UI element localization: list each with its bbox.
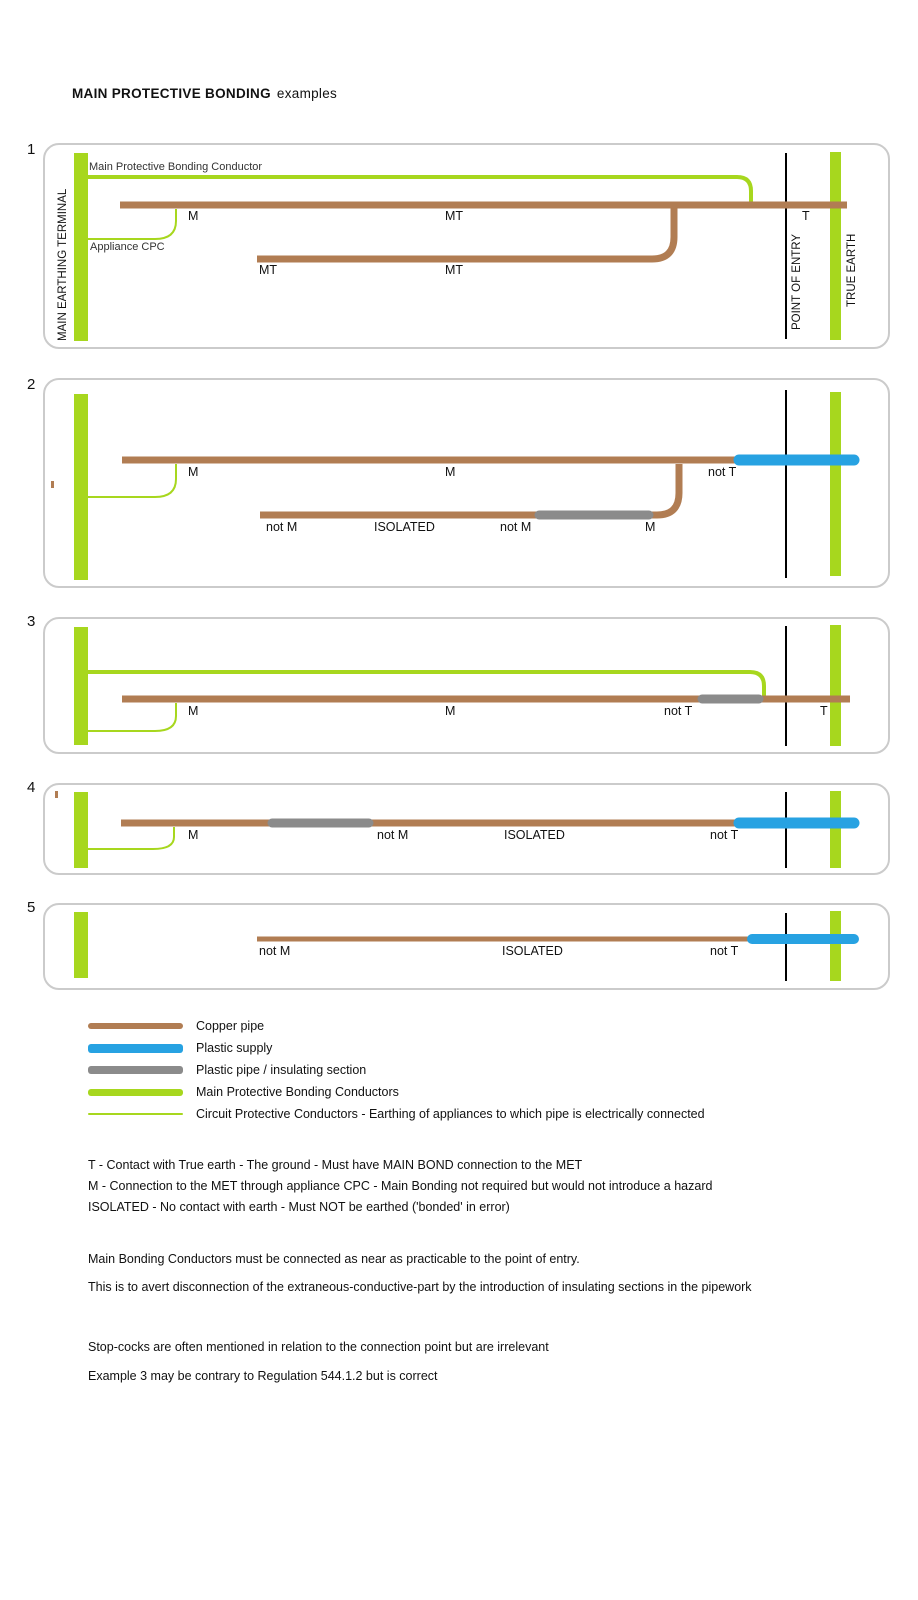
legend-label: Circuit Protective Conductors - Earthing…	[196, 1107, 705, 1121]
example-number-4: 4	[27, 779, 36, 796]
insulating-section-swatch	[88, 1066, 183, 1074]
met-bar	[74, 792, 88, 868]
note-stopcocks: Stop-cocks are often mentioned in relati…	[88, 1340, 549, 1354]
stopcock-tick	[51, 481, 54, 488]
legend-row: Copper pipe	[88, 1015, 705, 1037]
page-title-suffix: examples	[276, 86, 338, 101]
pipe-label: M	[645, 520, 656, 534]
key-line-t: T - Contact with True earth - The ground…	[88, 1158, 583, 1172]
page-title: MAIN PROTECTIVE BONDING examples	[72, 86, 337, 101]
example-panel-2: M M not T not M ISOLATED not M M	[43, 378, 890, 588]
legend-row: Plastic supply	[88, 1037, 705, 1059]
true-earth-bar	[830, 152, 841, 340]
main-bonding-swatch	[88, 1088, 183, 1096]
key-line-m: M - Connection to the MET through applia…	[88, 1179, 713, 1193]
note-avert-disconnection: This is to avert disconnection of the ex…	[88, 1280, 752, 1294]
copper-pipe-branch	[257, 208, 678, 263]
point-of-entry-vertical-label: POINT OF ENTRY	[791, 233, 803, 330]
pipe-label: M	[188, 704, 199, 718]
legend: Copper pipe Plastic supply Plastic pipe …	[88, 1015, 705, 1125]
legend-row: Main Protective Bonding Conductors	[88, 1081, 705, 1103]
bonding-conductor-label: Main Protective Bonding Conductor	[89, 161, 263, 173]
copper-pipe-swatch	[88, 1023, 183, 1029]
pipe-label: MT	[445, 263, 464, 277]
met-bar	[74, 394, 88, 580]
example-panel-1: MAIN EARTHING TERMINAL POINT OF ENTRY TR…	[43, 143, 890, 349]
example-panel-5: not M ISOLATED not T	[43, 903, 890, 990]
main-bonding-conductor	[88, 175, 753, 202]
pipe-label: ISOLATED	[374, 520, 435, 534]
pipe-label: not T	[664, 704, 693, 718]
example-number-1: 1	[27, 141, 36, 158]
page-title-main: MAIN PROTECTIVE BONDING	[72, 86, 271, 101]
example-panel-3: M M not T T	[43, 617, 890, 754]
legend-label: Plastic supply	[196, 1041, 273, 1055]
pipe-label: not M	[377, 828, 409, 842]
appliance-cpc-conductor	[88, 464, 177, 498]
legend-label: Main Protective Bonding Conductors	[196, 1085, 399, 1099]
pipe-label: not M	[500, 520, 532, 534]
pipe-label: M	[188, 465, 199, 479]
appliance-cpc-conductor	[88, 827, 175, 850]
panel-3-diagram	[74, 625, 850, 746]
pipe-label: not T	[708, 465, 737, 479]
true-earth-bar	[830, 625, 841, 746]
met-bar	[74, 153, 88, 341]
pipe-label: not T	[710, 944, 739, 958]
panel-4-diagram	[55, 791, 860, 868]
pipe-label: M	[188, 828, 199, 842]
example-number-2: 2	[27, 376, 36, 393]
met-bar	[74, 627, 88, 745]
pipe-label: MT	[445, 209, 464, 223]
plastic-supply-swatch	[88, 1043, 183, 1053]
pipe-label: M	[445, 704, 456, 718]
pipe-label: not M	[266, 520, 298, 534]
stopcock-tick	[55, 791, 58, 798]
key-definitions: T - Contact with True earth - The ground…	[88, 1155, 712, 1218]
met-bar	[74, 912, 88, 978]
pipe-label: MT	[259, 263, 278, 277]
copper-pipe-branch	[260, 464, 683, 519]
true-earth-bar	[830, 392, 841, 576]
legend-label: Copper pipe	[196, 1019, 265, 1033]
panel-1-diagram	[74, 152, 847, 341]
note-example3: Example 3 may be contrary to Regulation …	[88, 1369, 438, 1383]
pipe-label: T	[820, 704, 828, 718]
true-earth-bar	[830, 791, 841, 868]
example-panel-4: M not M ISOLATED not T	[43, 783, 890, 875]
note-point-of-entry: Main Bonding Conductors must be connecte…	[88, 1252, 580, 1266]
key-line-isolated: ISOLATED - No contact with earth - Must …	[88, 1200, 510, 1214]
legend-label: Plastic pipe / insulating section	[196, 1063, 367, 1077]
appliance-cpc-conductor	[88, 703, 177, 732]
example-number-5: 5	[27, 899, 36, 916]
met-vertical-label: MAIN EARTHING TERMINAL	[57, 188, 69, 341]
true-earth-vertical-label: TRUE EARTH	[846, 233, 858, 307]
pipe-label: M	[188, 209, 199, 223]
legend-row: Plastic pipe / insulating section	[88, 1059, 705, 1081]
pipe-label: M	[445, 465, 456, 479]
panel-2-diagram	[51, 390, 860, 580]
pipe-label: T	[802, 209, 810, 223]
pipe-label: ISOLATED	[504, 828, 565, 842]
panel-5-diagram	[74, 911, 859, 981]
main-bonding-conductor	[88, 670, 766, 696]
circuit-protective-swatch	[88, 1113, 183, 1115]
legend-row: Circuit Protective Conductors - Earthing…	[88, 1103, 705, 1125]
pipe-label: not T	[710, 828, 739, 842]
pipe-label: not M	[259, 944, 291, 958]
example-number-3: 3	[27, 613, 36, 630]
pipe-label: ISOLATED	[502, 944, 563, 958]
appliance-cpc-label: Appliance CPC	[90, 241, 165, 253]
appliance-cpc-conductor	[88, 209, 177, 240]
true-earth-bar	[830, 911, 841, 981]
